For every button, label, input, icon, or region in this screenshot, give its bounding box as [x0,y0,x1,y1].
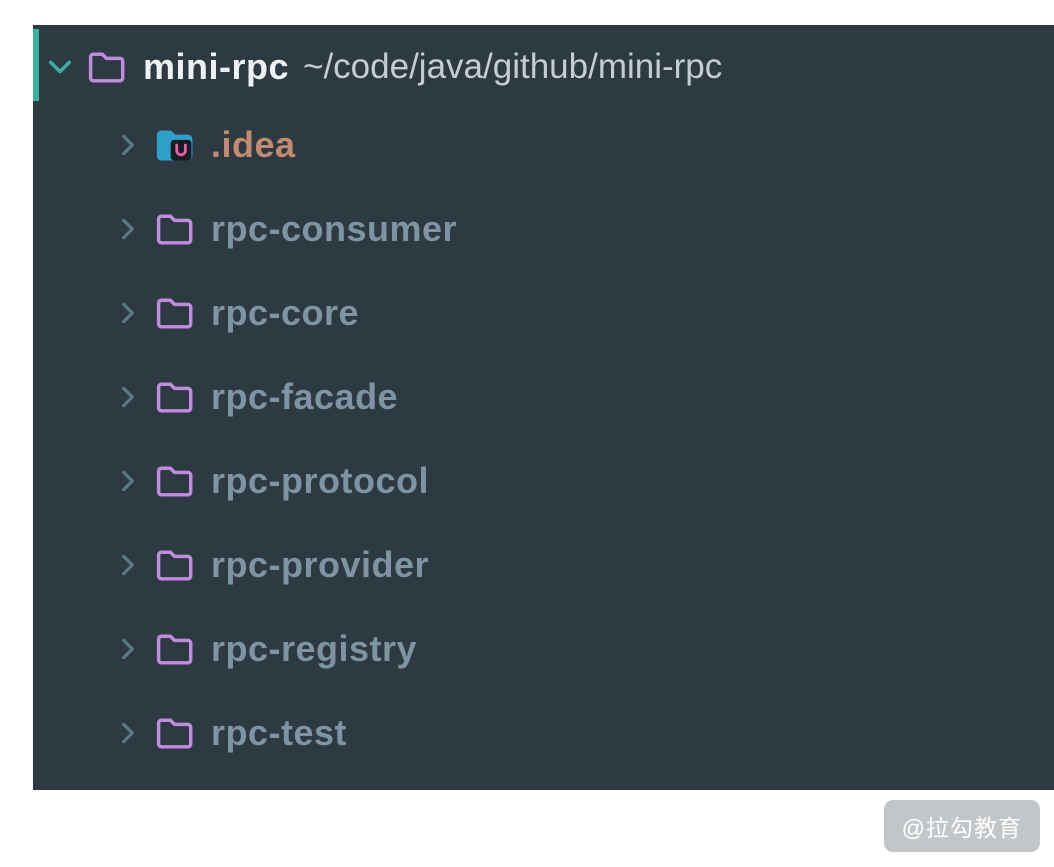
tree-row-idea[interactable]: .idea [33,103,1054,187]
chevron-right-icon[interactable] [113,214,143,244]
folder-icon [153,713,197,753]
folder-name: rpc-protocol [211,460,429,501]
chevron-down-icon[interactable] [45,52,75,82]
project-tree-panel: mini-rpc ~/code/java/github/mini-rpc .id… [33,25,1054,790]
folder-icon [153,461,197,501]
folder-icon [85,47,129,87]
tree-root-row[interactable]: mini-rpc ~/code/java/github/mini-rpc [33,29,1054,103]
folder-name: rpc-core [211,292,360,333]
root-folder-name: mini-rpc [143,46,290,87]
folder-name: rpc-provider [211,544,430,585]
chevron-right-icon[interactable] [113,550,143,580]
folder-name: .idea [211,124,296,165]
folder-name: rpc-consumer [211,208,458,249]
tree-row-rpc-protocol[interactable]: rpc-protocol [33,439,1054,523]
tree-row-rpc-test[interactable]: rpc-test [33,691,1054,775]
chevron-right-icon[interactable] [113,130,143,160]
tree-row-rpc-facade[interactable]: rpc-facade [33,355,1054,439]
chevron-right-icon[interactable] [113,718,143,748]
tree-row-rpc-registry[interactable]: rpc-registry [33,607,1054,691]
folder-name: rpc-test [211,712,348,753]
chevron-right-icon[interactable] [113,634,143,664]
chevron-right-icon[interactable] [113,298,143,328]
chevron-right-icon[interactable] [113,382,143,412]
folder-icon [153,545,197,585]
idea-config-folder-icon [153,125,197,165]
tree-row-rpc-provider[interactable]: rpc-provider [33,523,1054,607]
folder-name: rpc-facade [211,376,399,417]
tree-row-rpc-core[interactable]: rpc-core [33,271,1054,355]
folder-name: rpc-registry [211,628,418,669]
watermark-badge: @拉勾教育 [883,800,1040,852]
root-folder-path: ~/code/java/github/mini-rpc [303,47,723,86]
folder-icon [153,629,197,669]
chevron-right-icon[interactable] [113,466,143,496]
folder-icon [153,293,197,333]
tree-row-rpc-consumer[interactable]: rpc-consumer [33,187,1054,271]
folder-icon [153,377,197,417]
folder-icon [153,209,197,249]
selection-accent-bar [33,29,39,101]
